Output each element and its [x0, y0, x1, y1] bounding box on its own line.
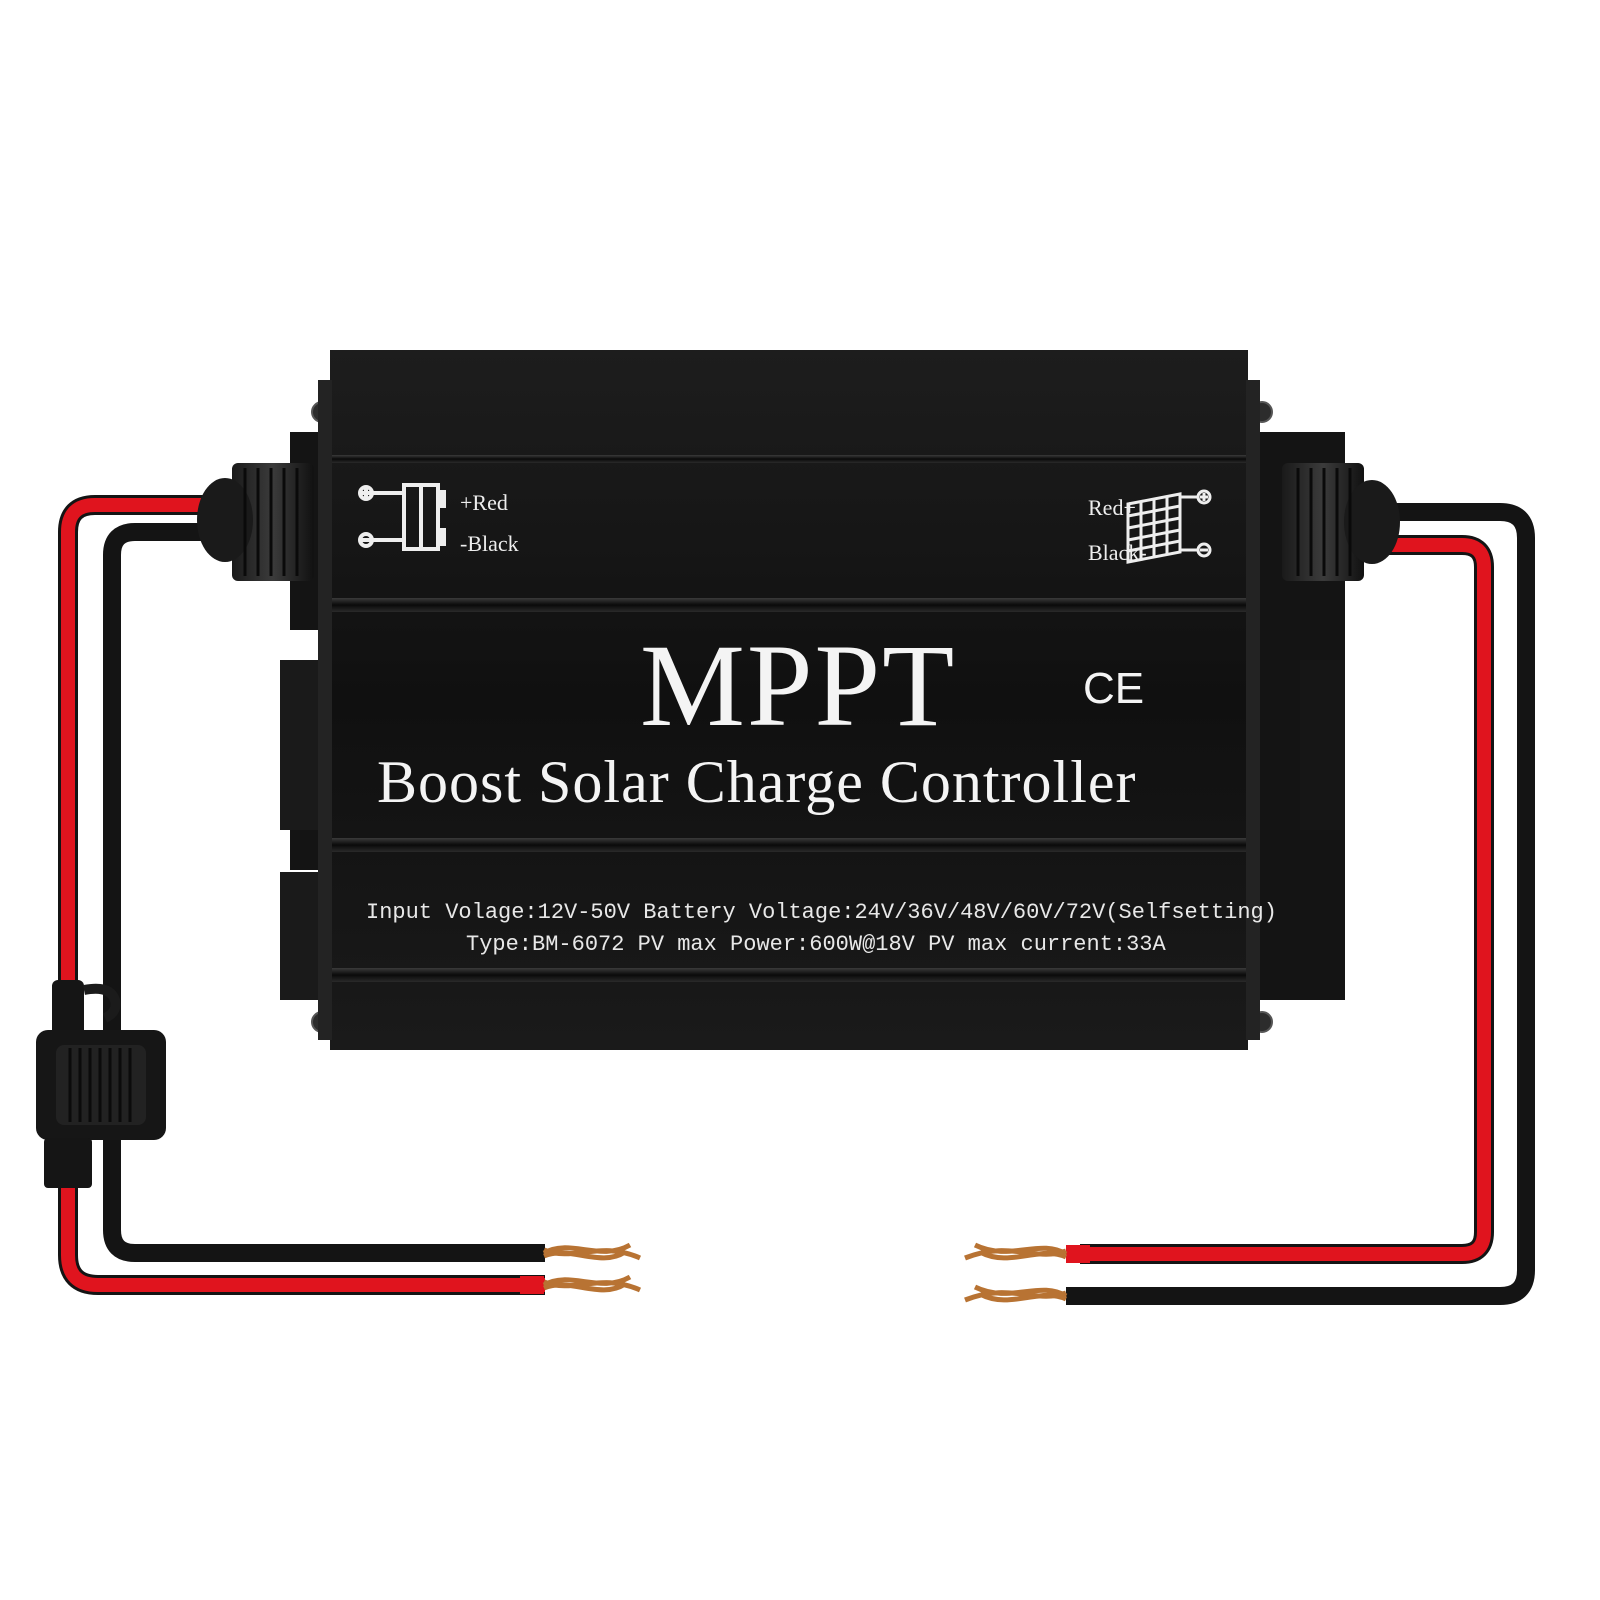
right-black-wire — [1080, 503, 1535, 1305]
spec-line-input-battery: Input Volage:12V-50V Battery Voltage:24V… — [366, 900, 1277, 925]
solar-negative-label: Black- — [1088, 540, 1147, 565]
battery-negative-label: -Black — [460, 531, 519, 556]
product-title: MPPT — [640, 620, 957, 751]
left-cable-gland — [197, 463, 314, 581]
right-cable-gland — [1282, 463, 1400, 581]
battery-icon — [358, 483, 446, 551]
solar-panel-icon — [1126, 489, 1212, 564]
left-copper-ends — [520, 1242, 642, 1294]
inline-fuse-holder — [36, 980, 166, 1188]
product-subtitle: Boost Solar Charge Controller — [377, 749, 1137, 815]
solar-positive-label: Red+ — [1088, 495, 1136, 520]
spec-line-type-power: Type:BM-6072 PV max Power:600W@18V PV ma… — [466, 932, 1166, 957]
ce-certification-mark: CE — [1083, 664, 1145, 713]
battery-positive-label: +Red — [460, 490, 508, 515]
left-wires — [58, 495, 545, 1295]
right-wires — [1080, 503, 1535, 1305]
controller-housing — [318, 350, 1260, 1050]
left-black-wire — [103, 523, 545, 1262]
right-copper-ends — [964, 1242, 1090, 1305]
